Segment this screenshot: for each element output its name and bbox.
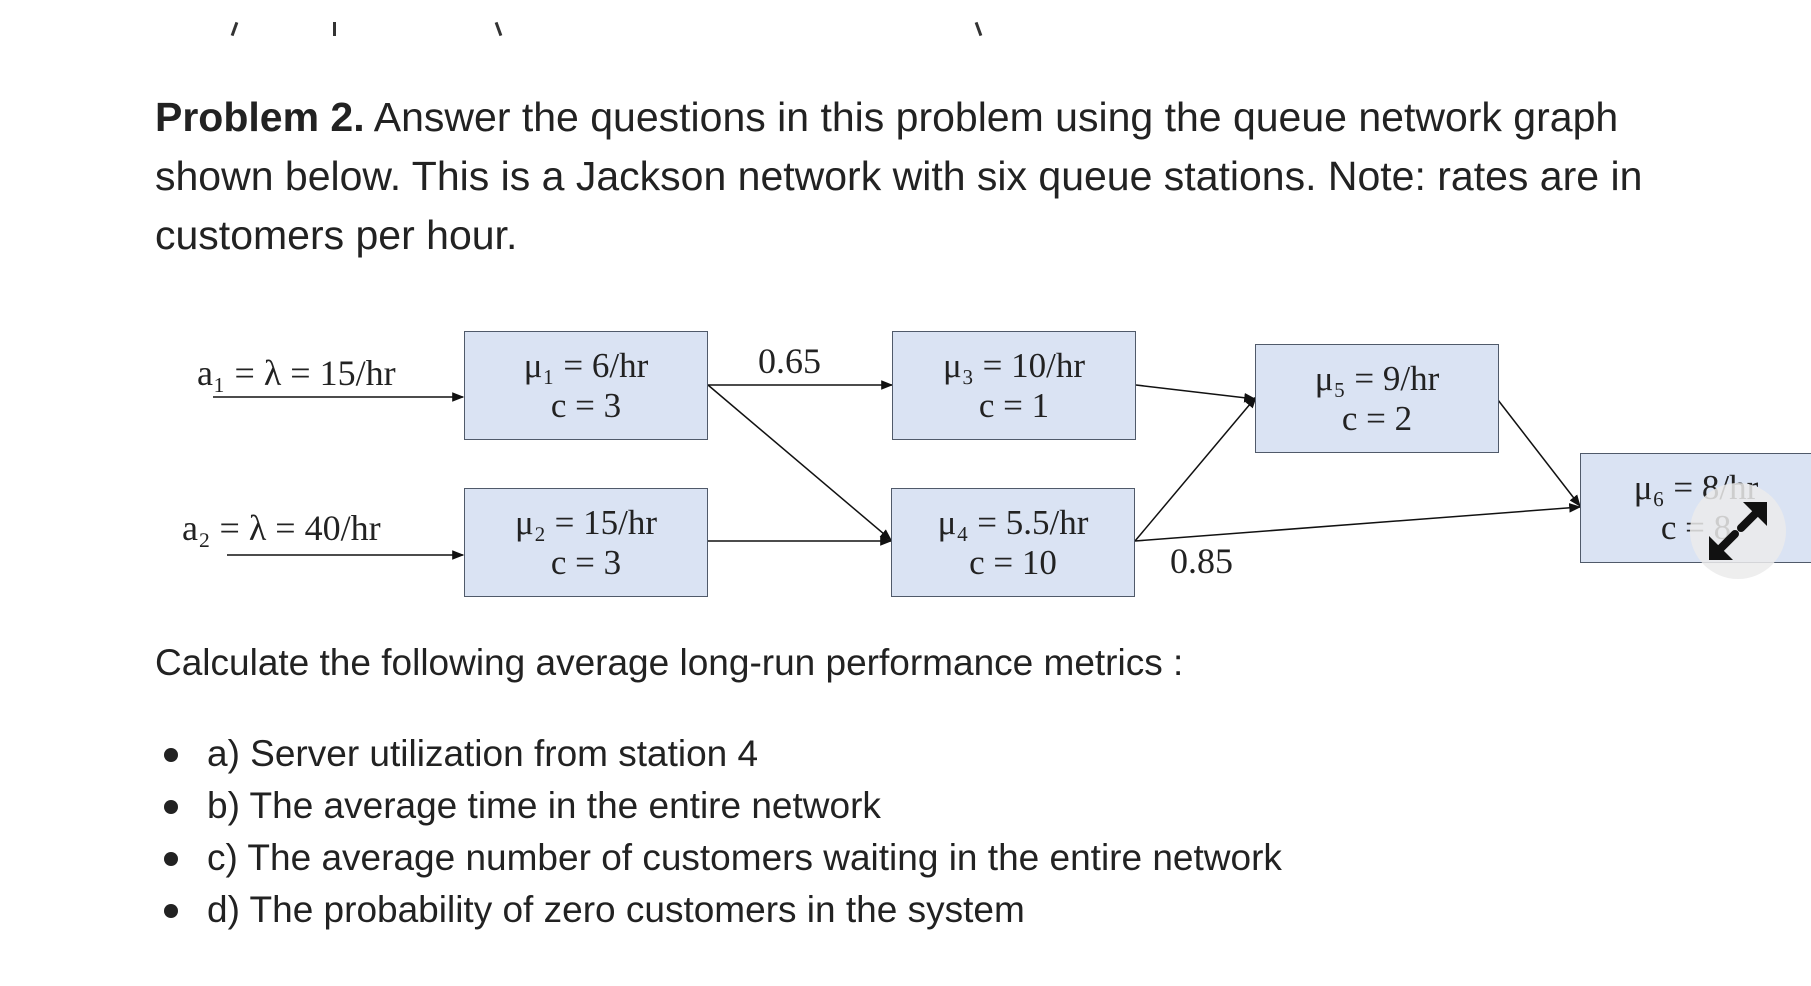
edge-4-to-6 [1134,503,1582,542]
station-4-node: μ₄ = 5.5/hr c = 10 [891,488,1135,597]
station-4-servers: c = 10 [969,542,1057,582]
station-1-servers: c = 3 [550,385,622,425]
probability-4-6-label: 0.85 [1170,541,1233,581]
expand-image-button[interactable] [1690,483,1786,579]
edge-4-to-5 [1134,396,1257,542]
station-5-node: μ₅ = 9/hr c = 2 [1255,344,1499,453]
edge-5-to-6 [1497,399,1581,507]
diagram-connectors [213,380,1582,560]
problem-text: Answer the questions in this problem usi… [155,94,1643,258]
list-item: a) Server utilization from station 4 [155,728,1282,780]
probability-1-3-label: 0.65 [758,341,821,381]
station-3-rate: μ₃ = 10/hr [942,345,1086,385]
station-3-node: μ₃ = 10/hr c = 1 [892,331,1136,440]
station-2-rate: μ₂ = 15/hr [514,502,658,542]
list-item: d) The probability of zero customers in … [155,884,1282,936]
station-3-servers: c = 1 [978,385,1050,425]
problem-title: Problem 2. [155,94,365,140]
cut-off-previous-text [0,0,1811,40]
queue-network-diagram: a₁ = λ = 15/hr a₂ = λ = 40/hr μ₁ = 6/hr … [0,300,1811,620]
arrival-2-label: a₂ = λ = 40/hr [182,508,381,548]
station-4-rate: μ₄ = 5.5/hr [937,502,1089,542]
list-item: b) The average time in the entire networ… [155,780,1282,832]
station-5-rate: μ₅ = 9/hr [1314,358,1440,398]
station-1-node: μ₁ = 6/hr c = 3 [464,331,708,440]
station-2-node: μ₂ = 15/hr c = 3 [464,488,708,597]
list-item: c) The average number of customers waiti… [155,832,1282,884]
station-2-servers: c = 3 [550,542,622,582]
edge-3-to-5 [1135,384,1257,403]
station-5-servers: c = 2 [1341,398,1413,438]
problem-statement: Problem 2. Answer the questions in this … [155,88,1745,265]
metrics-list: a) Server utilization from station 4 b) … [155,728,1282,936]
edge-1-to-4 [707,384,892,541]
arrival-1-label: a₁ = λ = 15/hr [197,353,396,393]
expand-arrows-icon [1709,502,1767,560]
metrics-intro: Calculate the following average long-run… [155,642,1184,683]
station-1-rate: μ₁ = 6/hr [523,345,649,385]
